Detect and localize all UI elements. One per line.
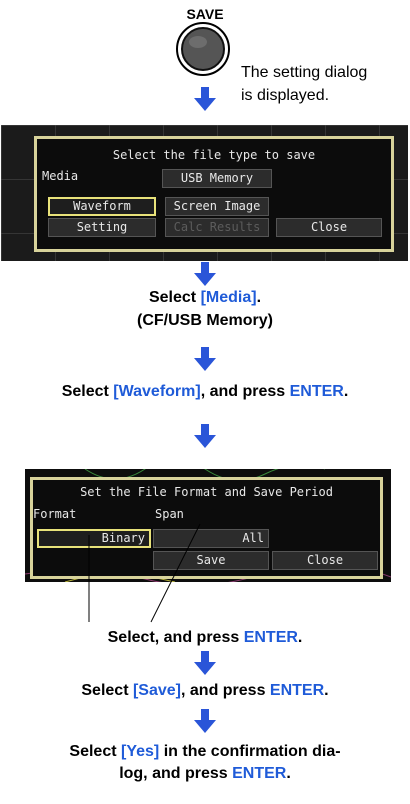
dialog-title: Set the File Format and Save Period [80,485,333,499]
note-line-1: The setting dialog [241,64,368,81]
screen-image-button[interactable]: Screen Image [165,197,269,216]
media-select[interactable]: USB Memory [162,169,272,188]
file-type-dialog: Select the file type to save Media USB M… [1,125,408,261]
dialog-title: Select the file type to save [112,148,316,162]
close-button[interactable]: Close [276,218,382,237]
down-arrow-icon [194,87,216,111]
media-label: Media [42,169,79,183]
close-button[interactable]: Close [272,551,378,570]
format-select[interactable]: Binary [37,529,151,548]
step-select-waveform: Select [Waveform], and press ENTER. [61,383,349,400]
calc-results-button: Calc Results [165,218,269,237]
down-arrow-icon [194,651,216,675]
save-key-icon[interactable] [176,22,230,76]
save-button[interactable]: Save [153,551,269,570]
file-type-dialog-panel: Select the file type to save Media USB M… [34,136,394,252]
step-select-format: Select, and press ENTER. [107,629,303,646]
step-select-yes-line2: log, and press ENTER. [119,765,291,782]
down-arrow-icon [194,262,216,286]
step-select-media: Select [Media]. [148,289,262,306]
note-line-2: is displayed. [241,87,330,104]
down-arrow-icon [194,709,216,733]
down-arrow-icon [194,424,216,448]
setting-button[interactable]: Setting [48,218,156,237]
step-select-save: Select [Save], and press ENTER. [81,682,329,699]
file-format-dialog-panel: Set the File Format and Save Period Form… [30,477,383,579]
step-media-options: (CF/USB Memory) [136,312,273,329]
span-select[interactable]: All [153,529,269,548]
down-arrow-icon [194,347,216,371]
file-format-dialog: Set the File Format and Save Period Form… [25,469,391,582]
span-label: Span [155,507,184,521]
save-key-label: SAVE [186,6,224,22]
step-select-yes: Select [Yes] in the confirmation dia- [69,743,341,760]
format-label: Format [33,507,77,521]
waveform-button[interactable]: Waveform [48,197,156,216]
